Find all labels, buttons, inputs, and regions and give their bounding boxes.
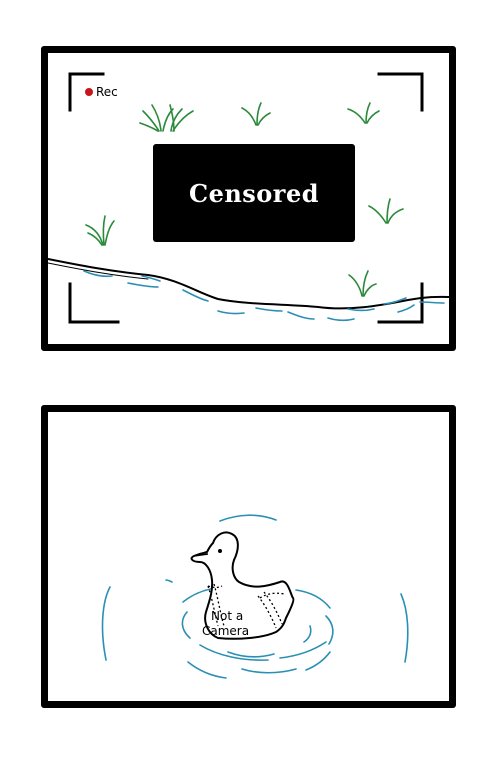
duck-decoy [190,531,295,640]
duck-beak-line [193,553,209,557]
ripples [101,514,409,679]
water-ripples [83,270,445,322]
top-panel: Rec Censored [41,46,456,351]
grass-tuft [241,102,271,126]
recording-indicator: Rec [85,86,118,98]
rec-label: Rec [96,85,118,99]
duck-stitching [207,583,285,629]
bottom-scene [101,514,409,679]
top-scene [48,72,449,324]
viewfinder-corners [68,72,424,324]
duck-label-line1: Not a [211,609,244,623]
grass-tuft [347,102,380,124]
grass-tuft [368,198,404,224]
viewfinder-corner-top-right [377,72,424,112]
viewfinder-corner-bottom-left [68,282,120,324]
duck-eye [218,549,222,553]
censored-text: Censored [188,178,320,208]
shoreline [48,258,449,310]
grass-tuft [348,270,377,297]
grass-tufts [85,102,404,297]
duck-label-line2: Camera [202,624,250,638]
grass-tuft [139,104,194,132]
bottom-panel: Not a Camera [41,405,456,708]
record-dot-icon [85,88,93,96]
viewfinder-corner-top-left [68,72,105,112]
viewfinder-corner-bottom-right [377,282,424,324]
censor-bar: Censored [153,144,355,242]
grass-tuft [85,215,115,246]
